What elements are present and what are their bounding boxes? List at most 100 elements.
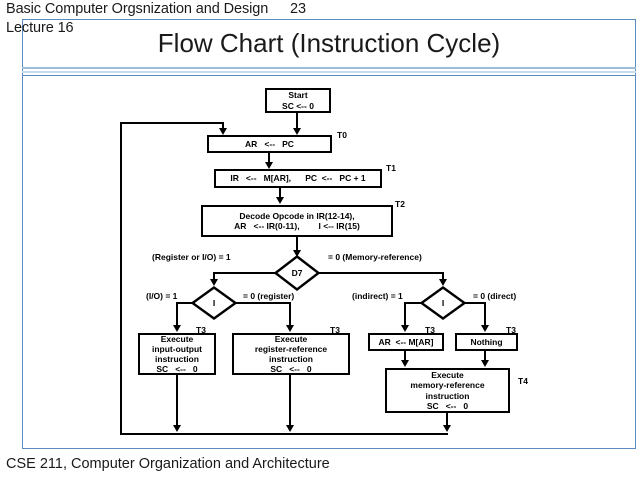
edge-return-top [120, 122, 224, 124]
node-decode-line2: AR <-- IR(0-11), I <-- IR(15) [234, 221, 360, 231]
node-d7-decision: D7 [274, 255, 320, 291]
edge-ileft-left-down [176, 302, 178, 327]
node-exec-register-reference: Execute register-reference instruction S… [232, 333, 350, 375]
arrowhead-iright-to-armar [400, 325, 409, 332]
timing-tag-t0: T0 [337, 130, 347, 140]
node-exec-io-line1: Execute [160, 333, 194, 344]
node-ar-pc: AR <-- PC [207, 135, 332, 153]
timing-tag-t3-io: T3 [196, 325, 206, 335]
node-exec-mem-line3: instruction [425, 390, 470, 401]
arrowhead-d7-to-i-right [438, 279, 447, 286]
arrowhead-nothing-to-execmem [480, 360, 489, 367]
branch-label-register: = 0 (register) [243, 291, 295, 301]
edge-execio-down [176, 375, 178, 427]
branch-label-memory-reference: = 0 (Memory-reference) [328, 252, 422, 262]
arrowhead-armar-to-execmem [400, 360, 409, 367]
edge-armar-to-execmem [404, 351, 406, 362]
node-d7-label: D7 [291, 268, 303, 278]
node-ar-pc-text: AR <-- PC [245, 138, 294, 149]
timing-tag-t3-reg: T3 [330, 325, 340, 335]
edge-iright-right [463, 302, 486, 304]
timing-tag-t3-indirect: T3 [425, 325, 435, 335]
branch-label-register-or-io: (Register or I/O) = 1 [152, 252, 231, 262]
node-exec-io-line4: SC <-- 0 [156, 364, 198, 375]
diamond-shape-i-right [420, 286, 466, 320]
node-exec-reg-line2: register-reference [254, 343, 328, 354]
diamond-shape-i-left [191, 286, 237, 320]
timing-tag-t4: T4 [518, 376, 528, 386]
arrowhead-d7-to-i-left [209, 279, 218, 286]
node-ir-fetch: IR <-- M[AR], PC <-- PC + 1 [214, 169, 382, 188]
edge-ileft-left [176, 302, 195, 304]
edge-iright-left-down [404, 302, 406, 327]
edge-decode-to-d7 [296, 237, 298, 250]
node-exec-mem-line1: Execute [431, 370, 464, 381]
arrowhead-return-to-arpc [218, 128, 227, 135]
node-ir-fetch-text: IR <-- M[AR], PC <-- PC + 1 [230, 173, 366, 184]
edge-d7-left-down [213, 272, 215, 282]
arrowhead-decode-to-d7 [292, 250, 301, 257]
timing-tag-t1: T1 [386, 163, 396, 173]
arrowhead-start-to-arpc [292, 128, 301, 135]
edge-ileft-right [234, 302, 291, 304]
node-exec-io-line2: input-output [151, 343, 203, 354]
node-ar-mar: AR <-- M[AR] [368, 333, 444, 351]
edge-start-to-arpc [296, 113, 298, 130]
node-exec-input-output: Execute input-output instruction SC <-- … [138, 333, 216, 375]
edge-arpc-to-ir [268, 153, 270, 164]
header-lecture-label: Lecture 16 [6, 20, 74, 36]
node-decode: Decode Opcode in IR(12-14), AR <-- IR(0-… [201, 205, 393, 237]
node-ar-mar-text: AR <-- M[AR] [378, 336, 434, 347]
node-exec-reg-line4: SC <-- 0 [270, 364, 312, 375]
edge-d7-right-down [442, 272, 444, 282]
edge-d7-right [318, 272, 444, 274]
arrowhead-execmem-to-bus [442, 425, 451, 432]
arrowhead-execio-to-bus [172, 425, 181, 432]
node-exec-reg-line3: instruction [269, 354, 313, 364]
node-decode-line1: Decode Opcode in IR(12-14), [239, 210, 355, 221]
edge-bus-right-segment [446, 433, 448, 435]
node-i-left-label: I [212, 298, 216, 308]
edge-return-into-arpc [222, 122, 224, 131]
branch-label-direct: = 0 (direct) [473, 291, 517, 301]
node-start-line1: Start [288, 90, 308, 101]
arrowhead-execreg-to-bus [285, 425, 294, 432]
node-i-left-decision: I [191, 286, 237, 320]
node-exec-memory-reference: Execute memory-reference instruction SC … [385, 368, 510, 413]
node-start-line2: SC <-- 0 [282, 100, 314, 111]
node-exec-reg-line1: Execute [274, 333, 308, 344]
diamond-shape-d7 [274, 255, 320, 291]
node-nothing-text: Nothing [470, 336, 503, 347]
title-divider-line-3 [22, 75, 636, 76]
header-course-title: Basic Computer Orgsnization and Design [6, 1, 269, 17]
edge-nothing-to-execmem [484, 351, 486, 362]
header-page-number: 23 [290, 1, 306, 17]
arrowhead-arpc-to-ir [264, 162, 273, 169]
node-start: Start SC <-- 0 [265, 88, 331, 113]
node-exec-io-line3: instruction [155, 354, 199, 364]
title-divider-line-1 [22, 67, 636, 69]
arrowhead-ileft-to-execreg [285, 325, 294, 332]
edge-execmem-down [446, 413, 448, 427]
page-title: Flow Chart (Instruction Cycle) [157, 28, 501, 58]
arrowhead-ir-to-decode [275, 197, 284, 204]
edge-ileft-right-down [289, 302, 291, 327]
branch-label-indirect: (indirect) = 1 [352, 291, 403, 301]
edge-return-left [120, 122, 122, 434]
edge-execreg-down [289, 375, 291, 427]
edge-ir-to-decode [279, 188, 281, 199]
timing-tag-t3-direct: T3 [506, 325, 516, 335]
edge-bottom-bus [120, 433, 448, 435]
timing-tag-t2: T2 [395, 199, 405, 209]
slide-footer: CSE 211, Computer Organization and Archi… [6, 456, 330, 472]
node-i-right-label: I [441, 298, 445, 308]
edge-iright-right-down [484, 302, 486, 327]
node-i-right-decision: I [420, 286, 466, 320]
arrowhead-ileft-to-execio [172, 325, 181, 332]
node-exec-mem-line4: SC <-- 0 [426, 400, 469, 411]
branch-label-io: (I/O) = 1 [146, 291, 178, 301]
arrowhead-iright-to-nothing [480, 325, 489, 332]
title-divider-line-2 [22, 71, 636, 73]
node-nothing: Nothing [455, 333, 518, 351]
